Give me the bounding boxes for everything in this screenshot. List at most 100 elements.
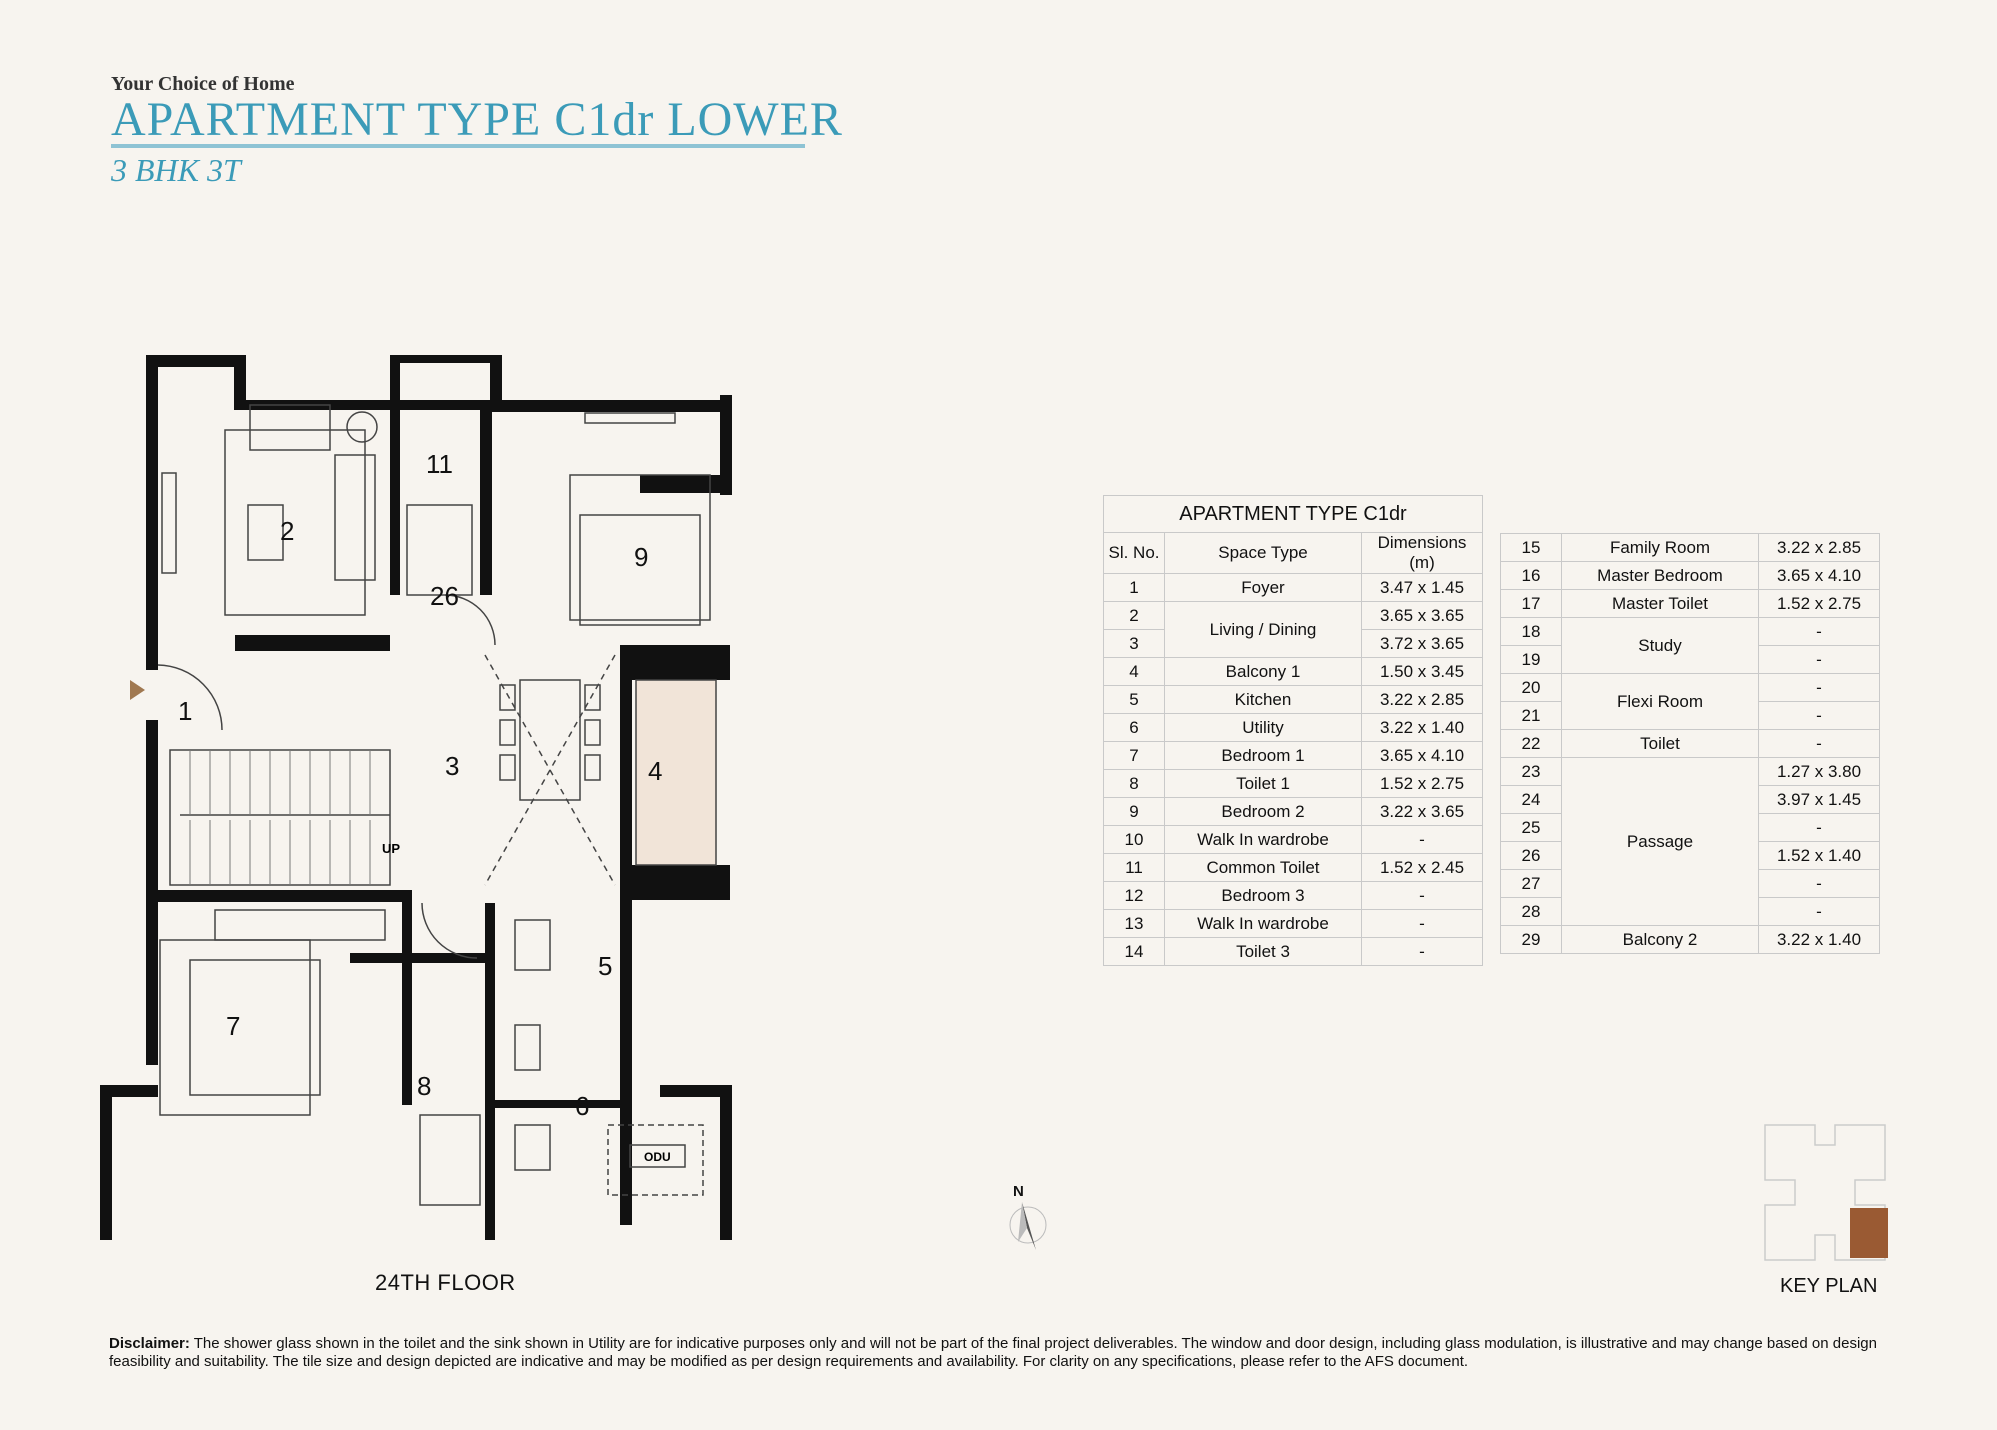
table-row: 19- [1500, 645, 1880, 674]
page-subtitle: 3 BHK 3T [111, 152, 241, 188]
key-plan-diagram [1764, 1124, 1888, 1261]
cell: 3.65 x 4.10 [1758, 561, 1880, 590]
cell: 1.52 x 2.45 [1361, 853, 1483, 882]
cell: 7 [1103, 741, 1165, 770]
cell: Balcony 1 [1164, 657, 1362, 686]
cell: Living / Dining [1164, 601, 1362, 658]
cell: Walk In wardrobe [1164, 825, 1362, 854]
cell: 22 [1500, 729, 1562, 758]
cell: Toilet 1 [1164, 769, 1362, 798]
cell: 2 [1103, 601, 1165, 630]
cell: 3.22 x 1.40 [1361, 713, 1483, 742]
room-number: 8 [417, 1071, 431, 1101]
cell: Toilet 3 [1164, 937, 1362, 966]
room-number: 26 [430, 581, 459, 611]
cell: 3 [1103, 629, 1165, 658]
wall [480, 400, 492, 595]
room-number: 7 [226, 1011, 240, 1041]
wall [390, 400, 400, 595]
cell: 3.97 x 1.45 [1758, 785, 1880, 814]
cell: 25 [1500, 813, 1562, 842]
cell: - [1361, 881, 1483, 910]
cell: Family Room [1561, 533, 1759, 562]
cell: 20 [1500, 673, 1562, 702]
room-number: 9 [634, 542, 648, 572]
table-row: 27 - [1500, 869, 1880, 898]
cell: Bedroom 1 [1164, 741, 1362, 770]
disclaimer: Disclaimer: The shower glass shown in th… [109, 1335, 1889, 1371]
cell: 23 [1500, 757, 1562, 786]
cell: Walk In wardrobe [1164, 909, 1362, 938]
cell: 16 [1500, 561, 1562, 590]
cell: - [1758, 617, 1880, 646]
cell: 27 [1500, 869, 1562, 898]
wall [720, 395, 732, 495]
cell: - [1361, 909, 1483, 938]
cell: - [1758, 897, 1880, 926]
cell: Master Toilet [1561, 589, 1759, 618]
cell: 10 [1103, 825, 1165, 854]
wall [620, 645, 730, 680]
wall [146, 355, 158, 670]
wall [485, 1100, 625, 1108]
table-header: Space Type [1164, 532, 1362, 574]
cell: Passage [1561, 757, 1759, 926]
wall [234, 355, 246, 410]
room-number: 2 [280, 516, 294, 546]
cell: - [1758, 869, 1880, 898]
title-underline [111, 144, 805, 148]
cell: 11 [1103, 853, 1165, 882]
room-number: 11 [426, 449, 453, 479]
wall [660, 1085, 732, 1097]
kicker-text: Your Choice of Home [111, 73, 295, 95]
floor-plan: 2 1 3 4 5 6 7 8 9 11 26 UP ODU [100, 355, 732, 1240]
odu-label: ODU [644, 1150, 671, 1164]
table-caption: APARTMENT TYPE C1dr [1103, 495, 1483, 533]
cell: 18 [1500, 617, 1562, 646]
cell: 5 [1103, 685, 1165, 714]
cell: 1.50 x 3.45 [1361, 657, 1483, 686]
wall [146, 890, 406, 902]
cell: Common Toilet [1164, 853, 1362, 882]
wall [100, 1085, 112, 1240]
wall [146, 355, 246, 367]
cell: Balcony 2 [1561, 925, 1759, 954]
cell: - [1361, 937, 1483, 966]
cell: 6 [1103, 713, 1165, 742]
stair-up-label: UP [382, 841, 400, 856]
cell: 3.22 x 3.65 [1361, 797, 1483, 826]
cell: 8 [1103, 769, 1165, 798]
wall [720, 1085, 732, 1240]
cell: 12 [1103, 881, 1165, 910]
wall [402, 890, 412, 1105]
cell: Kitchen [1164, 685, 1362, 714]
floor-label: 24TH FLOOR [375, 1270, 516, 1295]
wall [640, 475, 730, 493]
cell: Toilet [1561, 729, 1759, 758]
spec-table-left: APARTMENT TYPE C1dr Sl. No. Space Type D… [1103, 495, 1483, 966]
cell: Utility [1164, 713, 1362, 742]
cell: 4 [1103, 657, 1165, 686]
cell: Master Bedroom [1561, 561, 1759, 590]
